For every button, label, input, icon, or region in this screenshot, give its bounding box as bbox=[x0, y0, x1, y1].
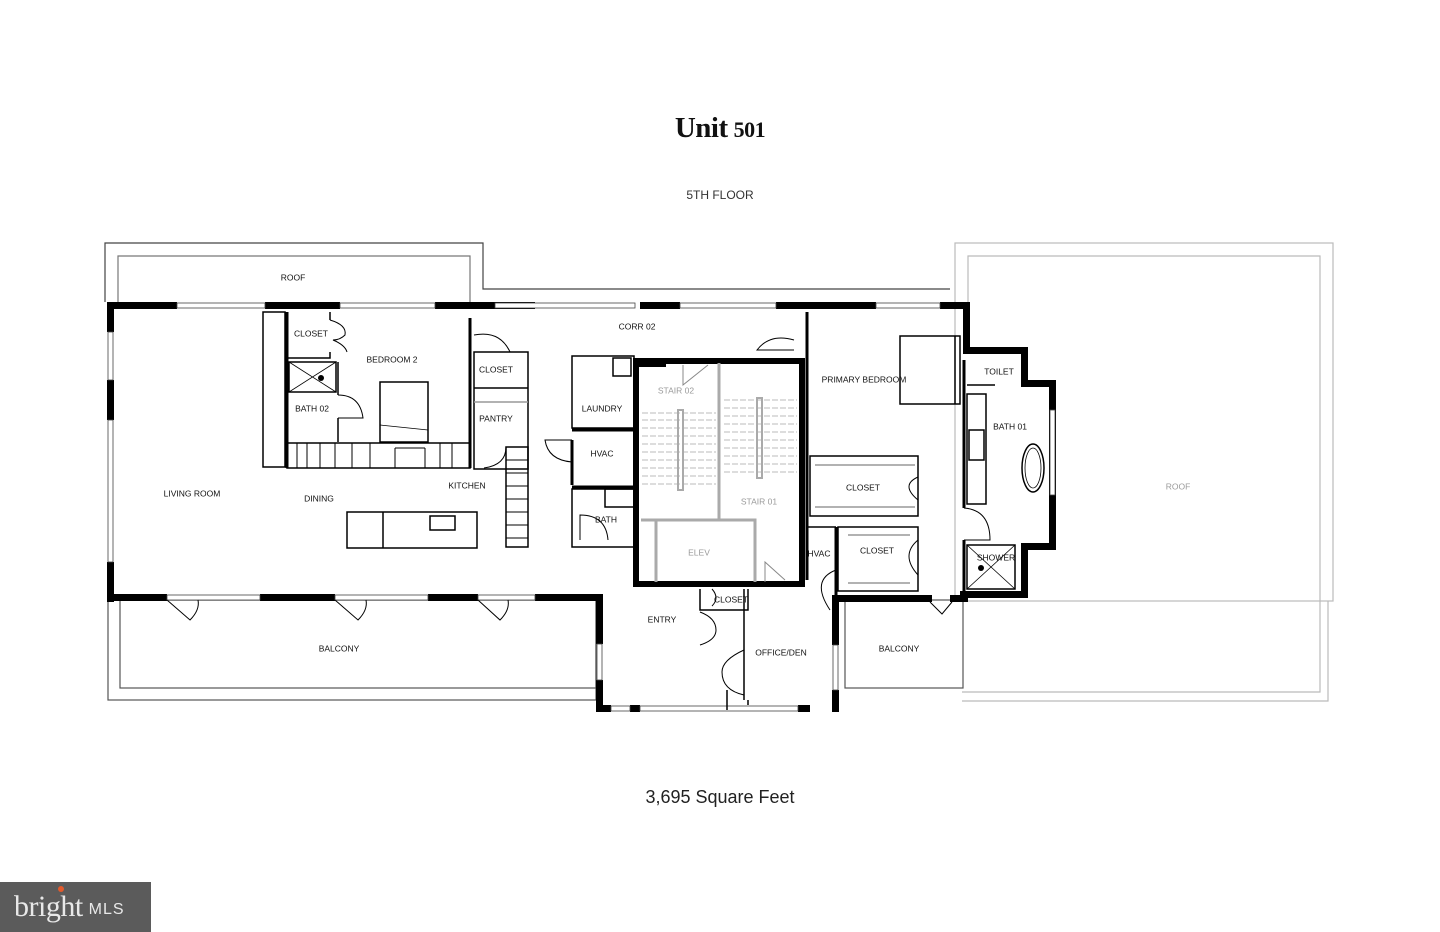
room-labels: ROOF ROOF CLOSET BEDROOM 2 BATH 02 CLOSE… bbox=[164, 272, 1191, 657]
label-laundry: LAUNDRY bbox=[582, 403, 623, 413]
label-living-room: LIVING ROOM bbox=[164, 488, 221, 498]
door-swings bbox=[166, 319, 991, 696]
watermark-brand: bright bbox=[14, 890, 83, 923]
exterior-walls bbox=[107, 302, 1056, 712]
label-elev: ELEV bbox=[688, 547, 710, 557]
label-bath01: BATH 01 bbox=[993, 421, 1027, 431]
label-shower: SHOWER bbox=[977, 552, 1015, 562]
unit-number: 501 bbox=[733, 117, 766, 142]
label-closet-hall: CLOSET bbox=[479, 364, 513, 374]
label-kitchen: KITCHEN bbox=[448, 480, 485, 490]
label-closet-bedroom2: CLOSET bbox=[294, 328, 328, 338]
windows bbox=[107, 302, 1056, 712]
label-corr02: CORR 02 bbox=[619, 321, 656, 331]
label-stair02: STAIR 02 bbox=[658, 385, 694, 395]
label-balcony-right: BALCONY bbox=[879, 643, 920, 653]
label-roof-left: ROOF bbox=[281, 272, 306, 282]
label-roof-right: ROOF bbox=[1166, 481, 1191, 491]
watermark-suffix: MLS bbox=[88, 901, 125, 918]
stair-core bbox=[633, 358, 805, 587]
label-closet-entry: CLOSET bbox=[714, 594, 748, 604]
label-toilet: TOILET bbox=[984, 366, 1014, 376]
label-hvac-right: HVAC bbox=[808, 548, 831, 558]
bright-mls-watermark: bright MLS bbox=[0, 882, 151, 932]
label-hvac-left: HVAC bbox=[591, 448, 614, 458]
roof-left-outline bbox=[104, 242, 950, 302]
label-closet-primary-1: CLOSET bbox=[846, 482, 880, 492]
floor-label: 5TH FLOOR bbox=[686, 188, 754, 202]
label-bedroom2: BEDROOM 2 bbox=[366, 354, 417, 364]
label-primary-bedroom: PRIMARY BEDROOM bbox=[822, 374, 907, 384]
unit-title-word: Unit bbox=[674, 112, 728, 144]
label-bath: BATH bbox=[595, 514, 617, 524]
label-pantry: PANTRY bbox=[479, 413, 513, 423]
label-office-den: OFFICE/DEN bbox=[755, 647, 806, 657]
label-closet-primary-2: CLOSET bbox=[860, 545, 894, 555]
roof-right-outline bbox=[954, 242, 1334, 702]
label-stair01: STAIR 01 bbox=[741, 496, 777, 506]
label-entry: ENTRY bbox=[648, 614, 677, 624]
interior-walls bbox=[262, 311, 1045, 710]
label-bath02: BATH 02 bbox=[295, 403, 329, 413]
watermark-dot-icon bbox=[58, 886, 64, 892]
label-dining: DINING bbox=[304, 493, 334, 503]
square-feet-label: 3,695 Square Feet bbox=[645, 787, 795, 807]
fixtures bbox=[318, 375, 984, 571]
label-balcony-left: BALCONY bbox=[319, 643, 360, 653]
